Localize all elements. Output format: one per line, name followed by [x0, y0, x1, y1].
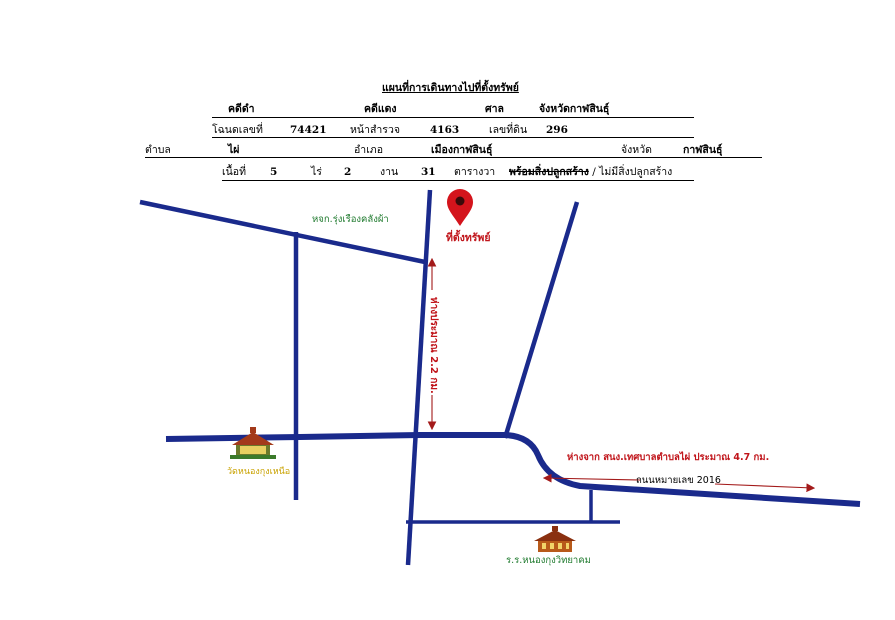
- province-label: จังหวัด: [621, 144, 652, 156]
- distance-arrows: [427, 257, 816, 493]
- court-label: ศาล: [485, 103, 504, 115]
- road-number-label: ถนนหมายเลข 2016: [636, 475, 721, 486]
- underline-row1: [212, 117, 694, 118]
- distance-vertical-label: ห่างประมาณ 2.2 กม.: [428, 297, 439, 394]
- underline-row4: [222, 180, 694, 181]
- district-label: อำเภอ: [354, 144, 384, 156]
- subdistrict-label: ตำบล: [145, 144, 171, 156]
- plaintiff-label: คดีดำ: [228, 103, 255, 115]
- land-no-label: เลขที่ดิน: [489, 124, 528, 136]
- shop-label: หจก.รุ่งเรืองคลังผ้า: [312, 214, 389, 225]
- court-value: จังหวัดกาฬสินธุ์: [539, 103, 610, 115]
- rai-value: 5: [270, 166, 278, 178]
- highway-2016: [165, 432, 861, 507]
- road-main-vertical: [405, 189, 433, 566]
- area-label: เนื้อที่: [222, 166, 246, 178]
- district-value: เมืองกาฬสินธุ์: [431, 144, 493, 156]
- location-pin-icon: [447, 189, 473, 226]
- subdistrict-value: ไผ่: [228, 144, 240, 156]
- temple-label: วัดหนองกุงเหนือ: [227, 467, 291, 477]
- school-label: ร.ร.หนองกุงวิทยาคม: [506, 555, 591, 566]
- survey-label: หน้าสำรวจ: [350, 124, 400, 136]
- property-label: ที่ตั้งทรัพย์: [446, 232, 491, 244]
- deed-label: โฉนดเลขที่: [212, 124, 263, 136]
- wa-label: ตารางวา: [454, 166, 496, 178]
- red-case-label: คดีแดง: [364, 103, 397, 115]
- arrow-left: [542, 473, 641, 483]
- arrow-right: [714, 483, 816, 493]
- road-right-diagonal: [502, 201, 580, 439]
- land-no-value: 296: [546, 124, 568, 136]
- building-without-structure: / ไม่มีสิ่งปลูกสร้าง: [588, 166, 673, 178]
- road-upper-left: [139, 199, 426, 265]
- ngan-label: งาน: [380, 166, 399, 178]
- deed-value: 74421: [290, 124, 327, 136]
- distance-road-label: ห่างจาก สนง.เทศบาลตำบลไผ่ ประมาณ 4.7 กม.: [567, 452, 770, 463]
- underline-row2: [212, 137, 694, 138]
- school-icon: [534, 526, 576, 552]
- building-with-structure: พร้อมสิ่งปลูกสร้าง: [509, 166, 589, 178]
- underline-row3: [145, 157, 762, 158]
- map-title: แผนที่การเดินทางไปที่ตั้งทรัพย์: [382, 82, 519, 94]
- province-value: กาฬสินธุ์: [683, 144, 723, 156]
- road-network: [139, 189, 861, 566]
- building-status: พร้อมสิ่งปลูกสร้าง / ไม่มีสิ่งปลูกสร้าง: [509, 166, 672, 178]
- survey-value: 4163: [430, 124, 460, 136]
- ngan-value: 2: [344, 166, 352, 178]
- rai-label: ไร่: [311, 166, 322, 178]
- temple-icon: [230, 427, 276, 459]
- wa-value: 31: [421, 166, 436, 178]
